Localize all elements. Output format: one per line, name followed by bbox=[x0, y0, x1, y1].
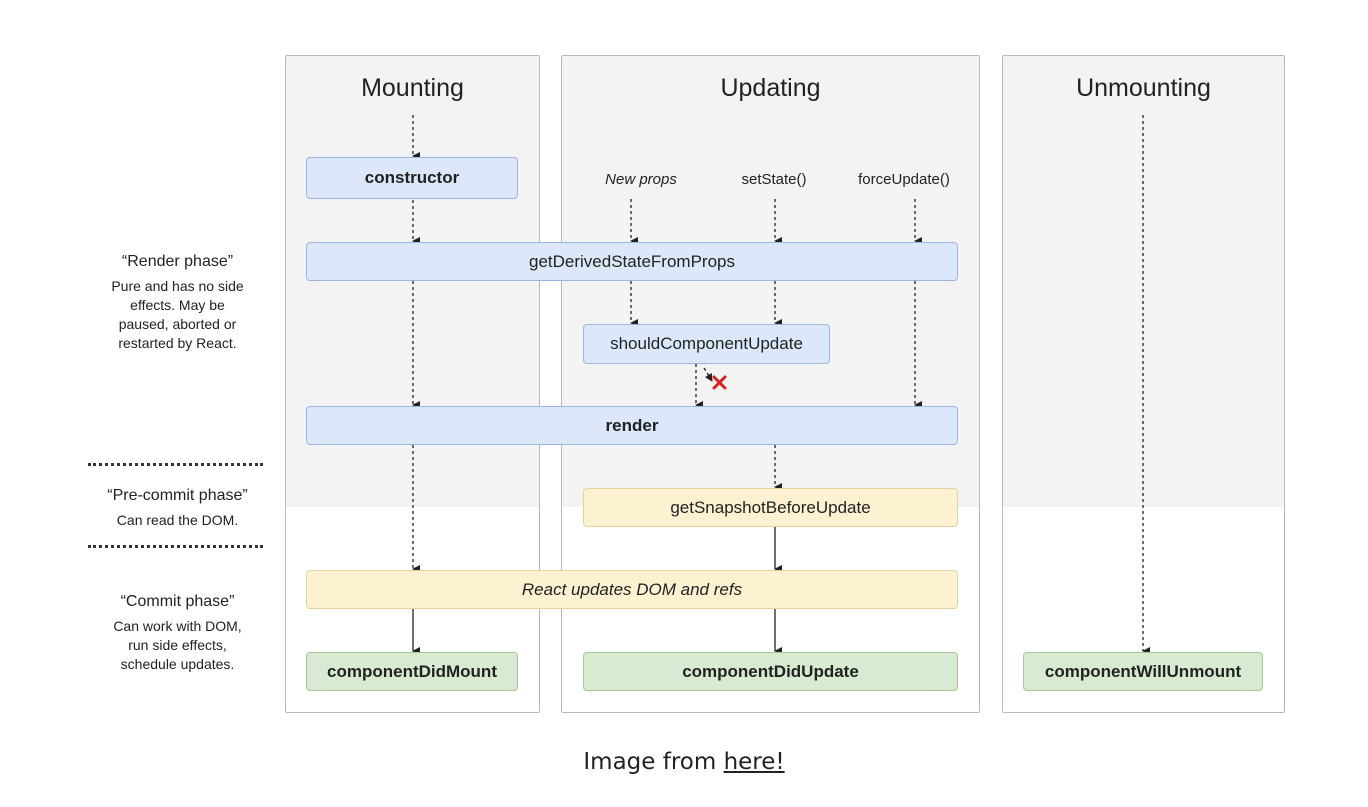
phase-divider-1 bbox=[88, 463, 263, 466]
precommit-phase-title: “Pre-commit phase” bbox=[107, 487, 248, 504]
render-phase-desc-3: paused, aborted or bbox=[118, 316, 237, 332]
unmounting-title: Unmounting bbox=[1076, 74, 1211, 102]
caption-link[interactable]: here! bbox=[723, 749, 785, 775]
mounting-title: Mounting bbox=[361, 74, 464, 102]
commit-phase-desc-2: run side effects, bbox=[128, 637, 227, 653]
trigger-force-update: forceUpdate() bbox=[858, 171, 950, 188]
get-derived-state-box: getDerivedStateFromProps bbox=[306, 242, 958, 281]
commit-phase-title: “Commit phase” bbox=[120, 593, 235, 610]
mounting-column: Mounting bbox=[285, 55, 540, 713]
react-updates-dom-box: React updates DOM and refs bbox=[306, 570, 958, 609]
commit-phase-desc-3: schedule updates. bbox=[120, 656, 235, 672]
constructor-box: constructor bbox=[306, 157, 518, 199]
unmounting-column: Unmounting bbox=[1002, 55, 1285, 713]
render-phase-desc-1: Pure and has no side bbox=[111, 278, 244, 294]
updating-title: Updating bbox=[720, 74, 821, 102]
render-box: render bbox=[306, 406, 958, 445]
component-did-update-box: componentDidUpdate bbox=[583, 652, 958, 691]
commit-phase-label: “Commit phase” Can work with DOM, run si… bbox=[80, 593, 275, 674]
component-did-mount-box: componentDidMount bbox=[306, 652, 518, 691]
caption-prefix: Image from bbox=[583, 749, 724, 775]
should-component-update-box: shouldComponentUpdate bbox=[583, 324, 830, 364]
get-snapshot-box: getSnapshotBeforeUpdate bbox=[583, 488, 958, 527]
render-phase-title: “Render phase” bbox=[121, 253, 234, 270]
precommit-phase-label: “Pre-commit phase” Can read the DOM. bbox=[80, 487, 275, 530]
component-will-unmount-box: componentWillUnmount bbox=[1023, 652, 1263, 691]
trigger-set-state: setState() bbox=[741, 171, 807, 188]
phase-divider-2 bbox=[88, 545, 263, 548]
trigger-new-props: New props bbox=[605, 171, 677, 188]
render-phase-label: “Render phase” Pure and has no side effe… bbox=[80, 253, 275, 353]
render-phase-desc-4: restarted by React. bbox=[118, 335, 237, 351]
render-phase-desc-2: effects. May be bbox=[130, 297, 225, 313]
commit-phase-desc-1: Can work with DOM, bbox=[113, 618, 242, 634]
updating-column: Updating bbox=[561, 55, 980, 713]
precommit-phase-desc-1: Can read the DOM. bbox=[116, 512, 239, 528]
image-caption: Image from here! bbox=[0, 749, 1368, 775]
